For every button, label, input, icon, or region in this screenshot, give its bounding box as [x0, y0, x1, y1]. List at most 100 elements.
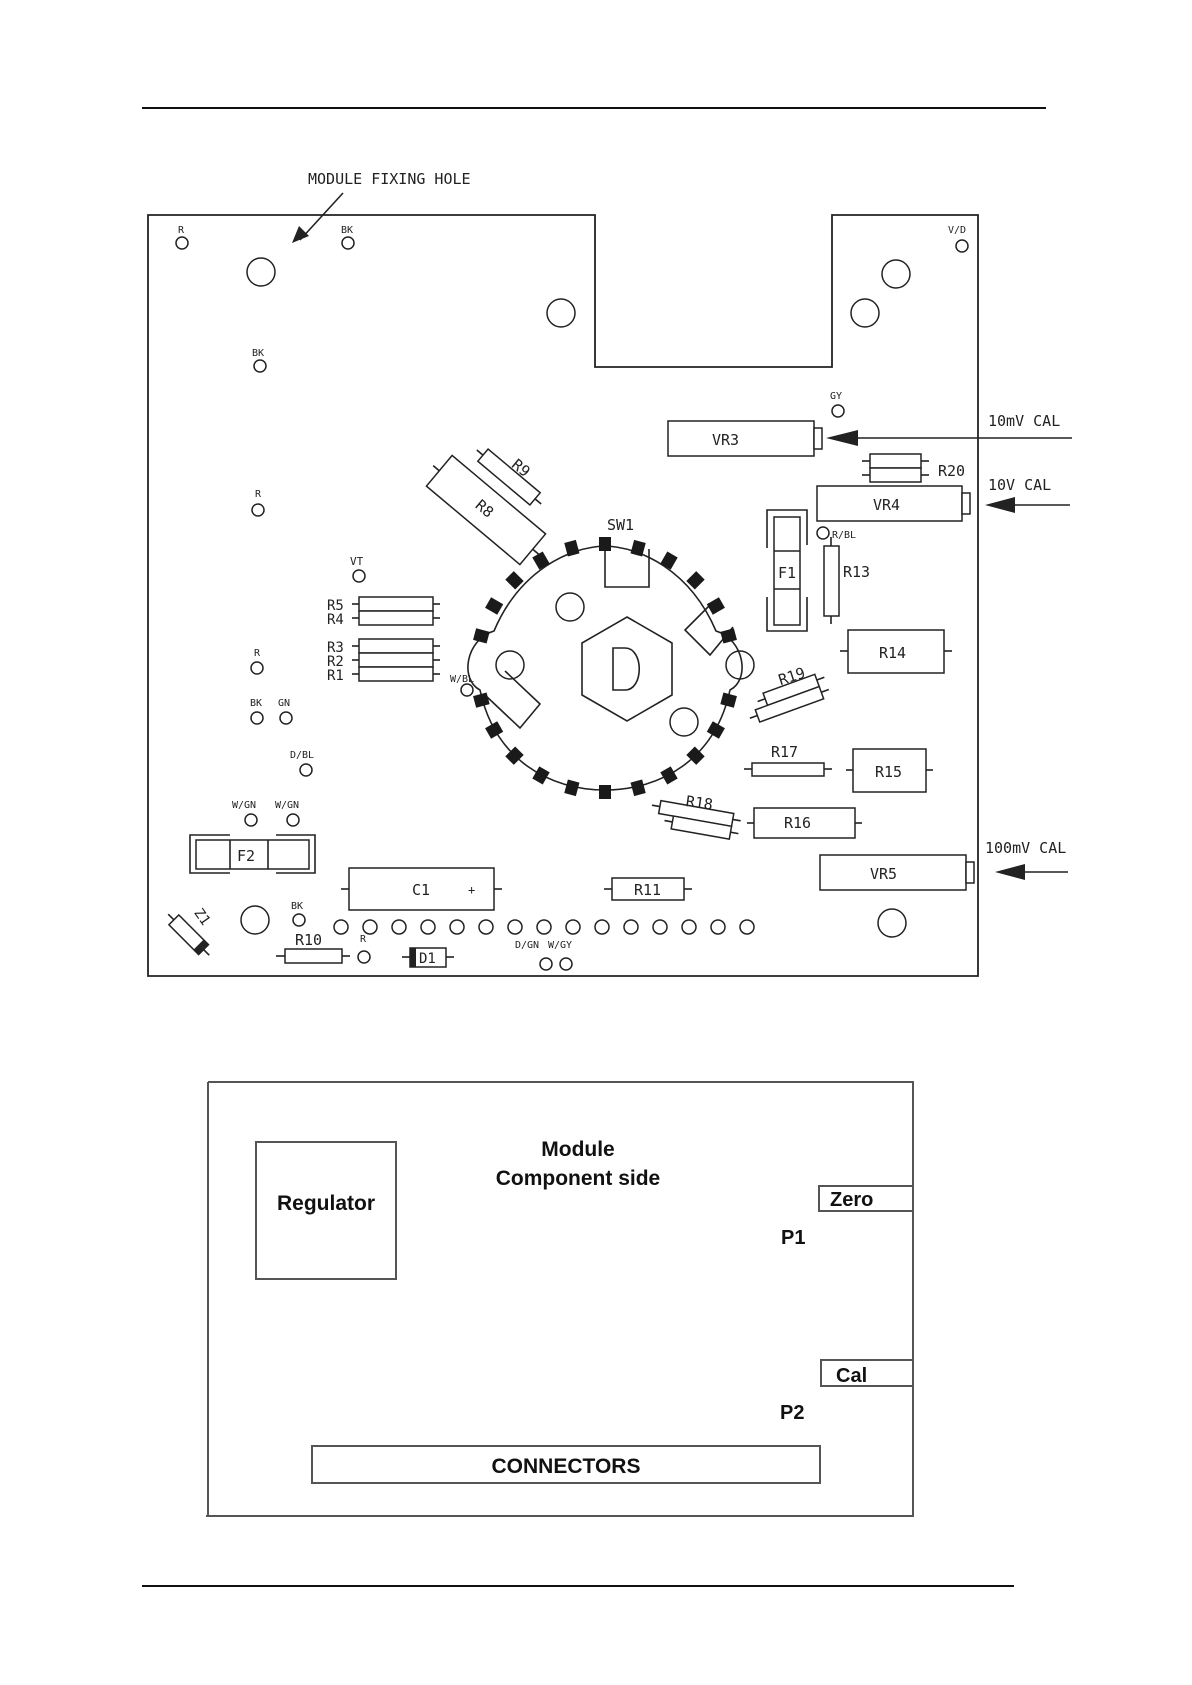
mounting-hole	[878, 909, 906, 937]
switch-contact-pad	[720, 692, 737, 707]
r11-resistor: R11	[604, 878, 692, 900]
mounting-hole	[241, 906, 269, 934]
wire-label: D/BL	[290, 750, 314, 761]
r13-label: R13	[843, 563, 870, 581]
r16-label: R16	[784, 814, 811, 832]
r14-label: R14	[879, 644, 906, 662]
r17-label: R17	[771, 743, 798, 761]
wire-label: BK	[252, 348, 264, 359]
r1-r3-resistor-group: R3 R2 R1	[327, 639, 440, 684]
wire-label: GY	[830, 391, 842, 402]
r13-resistor: R13	[824, 537, 870, 624]
vr3-potentiometer: VR3	[668, 421, 822, 456]
wire-label: R	[360, 934, 367, 945]
wire-label: BK	[250, 698, 262, 709]
r10-label: R10	[295, 931, 322, 949]
r11-label: R11	[634, 881, 661, 899]
c1-capacitor: C1 +	[341, 868, 502, 910]
connector-pin	[479, 920, 493, 934]
switch-contact-pad	[707, 597, 725, 614]
module-subtitle: Component side	[496, 1167, 661, 1190]
vr5-potentiometer: VR5	[820, 855, 974, 890]
fixing-hole-label: MODULE FIXING HOLE	[308, 170, 471, 188]
wire-label: W/GY	[548, 940, 572, 951]
wire-label: BK	[291, 901, 303, 912]
cal-10mv-label: 10mV CAL	[988, 412, 1060, 430]
r20-resistor-pair: R20	[862, 454, 965, 482]
switch-contact-pad	[720, 628, 737, 643]
c1-label: C1	[412, 881, 430, 899]
connector-pin	[711, 920, 725, 934]
connector-pin-row	[334, 920, 754, 934]
cal-10v-label: 10V CAL	[988, 476, 1051, 494]
regulator-label: Regulator	[277, 1192, 375, 1215]
r17-resistor: R17	[744, 743, 832, 776]
connectors-label: CONNECTORS	[492, 1455, 641, 1478]
connector-pin	[421, 920, 435, 934]
mounting-hole	[882, 260, 910, 288]
p1-label: P1	[781, 1227, 805, 1249]
switch-contact-pad	[660, 552, 677, 570]
vr3-label: VR3	[712, 431, 739, 449]
wire-label: W/GN	[275, 800, 299, 811]
cal-10mv-arrow-icon	[826, 430, 858, 446]
switch-contact-pad	[532, 552, 549, 570]
module-diagram: Regulator Module Component side Zero P1 …	[206, 1082, 913, 1516]
wire-label: R	[255, 489, 262, 500]
fixing-hole-arrow-shaft	[300, 193, 343, 240]
switch-contact-pad	[473, 628, 490, 643]
connector-pin	[740, 920, 754, 934]
sw1-rotary-switch: SW1	[468, 516, 754, 799]
connector-pin	[334, 920, 348, 934]
switch-contact-pad	[660, 766, 677, 784]
switch-contact-pad	[473, 692, 490, 707]
connector-pin	[363, 920, 377, 934]
cal-100mv-label: 100mV CAL	[985, 839, 1066, 857]
zero-label: Zero	[830, 1189, 873, 1211]
switch-contact-pad	[599, 785, 611, 799]
f2-fuse: F2	[190, 835, 315, 873]
connector-pin	[682, 920, 696, 934]
connector-pin	[450, 920, 464, 934]
module-title: Module	[541, 1138, 615, 1161]
r10-resistor: R10	[276, 931, 350, 963]
mounting-hole	[247, 258, 275, 286]
wire-label: D/GN	[515, 940, 539, 951]
r4-r5-resistor-pair: R5 R4	[327, 597, 440, 628]
mounting-hole	[851, 299, 879, 327]
wire-label: R	[254, 648, 261, 659]
wire-label: GN	[278, 698, 290, 709]
r18-label: R18	[685, 792, 714, 814]
f2-label: F2	[237, 847, 255, 865]
wire-label: R/BL	[832, 530, 856, 541]
switch-contact-pad	[564, 779, 579, 796]
connector-pin	[508, 920, 522, 934]
connector-pin	[392, 920, 406, 934]
wire-label: R	[178, 225, 185, 236]
hex-nut-icon	[582, 617, 672, 721]
switch-contact-pad	[485, 597, 503, 614]
switch-contact-pad	[532, 766, 549, 784]
cal-100mv-arrow-icon	[995, 864, 1025, 880]
r1-label: R1	[327, 668, 344, 684]
vr4-potentiometer: VR4	[817, 486, 970, 521]
pcb-layout: MODULE FIXING HOLE R BK V/D BK GY R VT R	[148, 170, 1072, 976]
wire-label: W/GN	[232, 800, 256, 811]
r20-label: R20	[938, 462, 965, 480]
p2-label: P2	[780, 1402, 804, 1424]
r14-resistor: R14	[840, 630, 952, 673]
r15-label: R15	[875, 763, 902, 781]
vr5-label: VR5	[870, 865, 897, 883]
connector-pin	[653, 920, 667, 934]
f1-label: F1	[778, 564, 796, 582]
f1-fuse: F1	[767, 510, 807, 631]
switch-contact-pad	[631, 779, 646, 796]
shaft-d-icon	[613, 648, 639, 690]
r4-label: R4	[327, 612, 344, 628]
r15-resistor: R15	[846, 749, 933, 792]
connector-pin	[595, 920, 609, 934]
wire-label: VT	[350, 555, 364, 568]
c1-polarity-mark: +	[468, 883, 475, 897]
vr4-label: VR4	[873, 496, 900, 514]
